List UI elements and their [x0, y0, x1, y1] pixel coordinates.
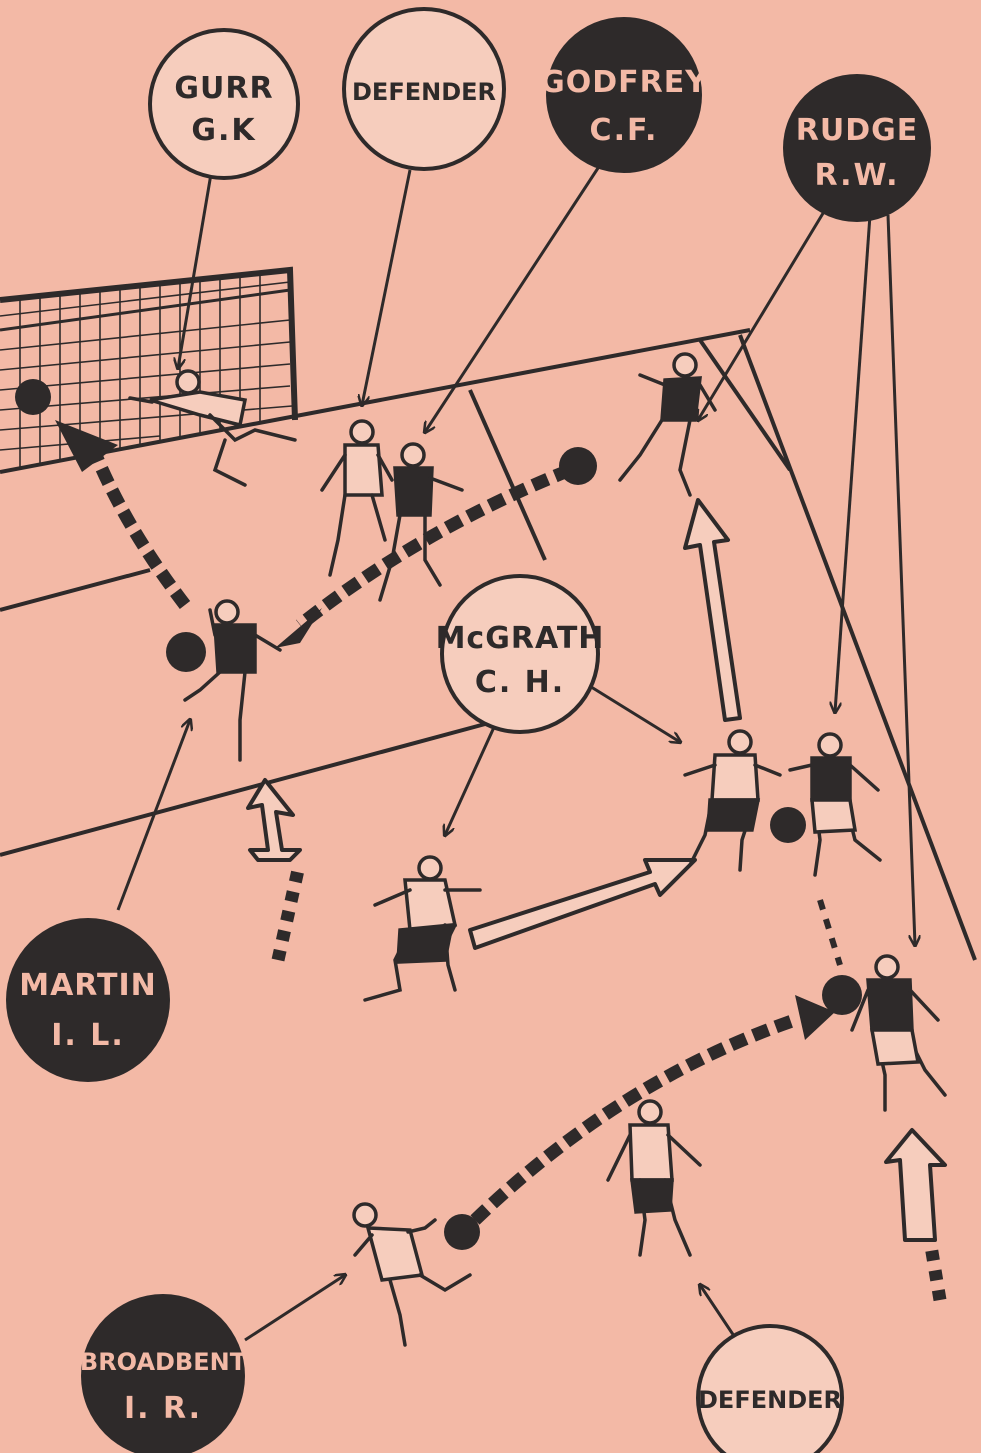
run-arrow-bottom-right	[884, 1128, 947, 1242]
ball-rudge-lower	[822, 975, 862, 1015]
six-yard-line	[0, 568, 151, 612]
label-godfrey-position: C.F.	[590, 113, 659, 148]
player-mcgrath	[363, 855, 482, 1002]
pitch-lines	[0, 328, 977, 961]
label-gurr-name: GURR	[174, 71, 273, 106]
penalty-area-side-line	[468, 389, 547, 561]
goal-area-line	[698, 338, 792, 472]
goal-posts	[0, 266, 298, 421]
pointer-godfrey	[425, 164, 602, 432]
label-mcgrath: McGRATH C. H.	[436, 574, 605, 734]
player-defender-centre	[683, 729, 782, 872]
label-broadbent-name: BROADBENT	[80, 1348, 247, 1376]
shot-arrowhead	[55, 420, 118, 472]
pass-arrowhead	[795, 995, 835, 1040]
cross-arrowhead	[275, 608, 322, 648]
cross-path	[295, 463, 573, 631]
ball-path-heads	[55, 420, 835, 1040]
run-trail-rudge-lower	[817, 899, 843, 966]
pointer-martin	[116, 720, 190, 911]
goal-line	[0, 328, 751, 474]
run-arrows	[246, 498, 947, 1242]
run-trail-martin	[271, 868, 305, 962]
touch-line	[738, 334, 977, 961]
ball-centre-tackle	[770, 807, 806, 843]
player-godfrey	[378, 442, 464, 602]
ball-paths	[83, 437, 947, 1302]
goal	[0, 266, 298, 470]
penalty-area-line	[0, 718, 501, 857]
label-mcgrath-name: McGRATH	[436, 621, 605, 656]
label-defender-bottom-name: DEFENDER	[698, 1386, 842, 1414]
pointer-broadbent	[244, 1275, 345, 1342]
run-arrow-rudge	[683, 498, 742, 722]
label-broadbent-position: I. R.	[124, 1391, 202, 1426]
player-rudge-lower	[850, 954, 947, 1112]
label-defender-top: DEFENDER	[342, 7, 506, 171]
player-broadbent	[352, 1202, 472, 1347]
label-defender-bottom: DEFENDER	[696, 1324, 844, 1453]
label-rudge: RUDGE R.W.	[783, 74, 931, 222]
pointer-rudge-1	[698, 209, 827, 420]
label-mcgrath-position: C. H.	[475, 665, 565, 700]
label-godfrey-name: GODFREY	[540, 65, 708, 100]
label-rudge-name: RUDGE	[796, 113, 918, 148]
ball-cross	[559, 447, 597, 485]
label-gurr-position: G.K	[191, 113, 256, 148]
ball-martin	[166, 632, 206, 672]
ball-in-net	[15, 379, 51, 415]
player-rudge-top	[618, 352, 717, 497]
player-martin	[183, 599, 282, 762]
pointer-mcgrath-2	[445, 724, 497, 835]
player-goalkeeper-gurr	[128, 369, 297, 487]
player-rudge-middle	[788, 732, 882, 877]
player-defender-lower	[606, 1099, 702, 1257]
label-martin-name: MARTIN	[19, 968, 157, 1003]
label-gurr: GURR G.K	[148, 28, 300, 180]
run-arrow-martin	[246, 778, 302, 862]
goal-net	[0, 276, 293, 470]
pointer-gurr	[178, 167, 214, 368]
label-martin: MARTIN I. L.	[6, 918, 170, 1082]
pointer-mcgrath-1	[587, 683, 680, 742]
players	[128, 352, 947, 1347]
label-martin-position: I. L.	[51, 1018, 125, 1053]
label-godfrey: GODFREY C.F.	[540, 17, 708, 173]
run-trail-bottom-right	[923, 1238, 947, 1302]
pointer-lines	[116, 164, 915, 1346]
label-rudge-position: R.W.	[814, 158, 899, 193]
label-defender-top-name: DEFENDER	[352, 78, 496, 106]
balls	[15, 379, 862, 1250]
goal-back-bar	[0, 288, 291, 332]
pointer-rudge-2	[835, 214, 872, 712]
run-arrow-mcgrath	[468, 858, 697, 950]
ball-broadbent	[444, 1214, 480, 1250]
pointer-rudge-3	[886, 214, 915, 945]
pass-path	[470, 1013, 798, 1225]
player-defender-top	[320, 419, 394, 577]
label-broadbent: BROADBENT I. R.	[80, 1294, 247, 1453]
pointer-defender-top	[362, 169, 412, 405]
